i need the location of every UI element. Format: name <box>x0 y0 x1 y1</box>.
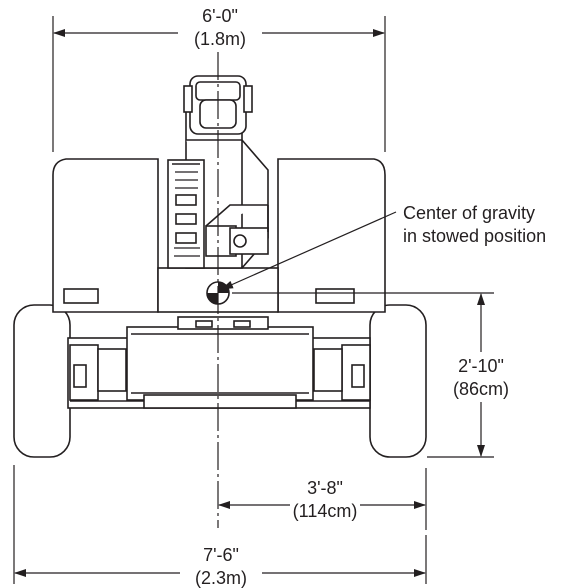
center-offset-metric: (114cm) <box>293 501 358 521</box>
cog-label-line2: in stowed position <box>403 226 546 246</box>
counterweight-block <box>126 326 314 401</box>
height-metric: (86cm) <box>453 379 509 399</box>
right-enclosure <box>277 158 386 313</box>
dimension-labels: 6'-0" (1.8m) Center of gravity in stowed… <box>194 6 546 588</box>
right-wheel <box>369 304 427 458</box>
center-offset-imperial: 3'-8" <box>307 478 343 498</box>
top-width-metric: (1.8m) <box>194 29 246 49</box>
machine-body <box>13 75 427 458</box>
top-width-imperial: 6'-0" <box>202 6 238 26</box>
cog-leader-line <box>221 211 397 290</box>
dimension-lines <box>13 16 494 584</box>
left-enclosure <box>52 158 159 313</box>
left-wheel <box>13 304 71 458</box>
height-imperial: 2'-10" <box>458 356 504 376</box>
bottom-width-imperial: 7'-6" <box>203 545 239 565</box>
cog-label-line1: Center of gravity <box>403 203 535 223</box>
bottom-width-metric: (2.3m) <box>195 568 247 588</box>
